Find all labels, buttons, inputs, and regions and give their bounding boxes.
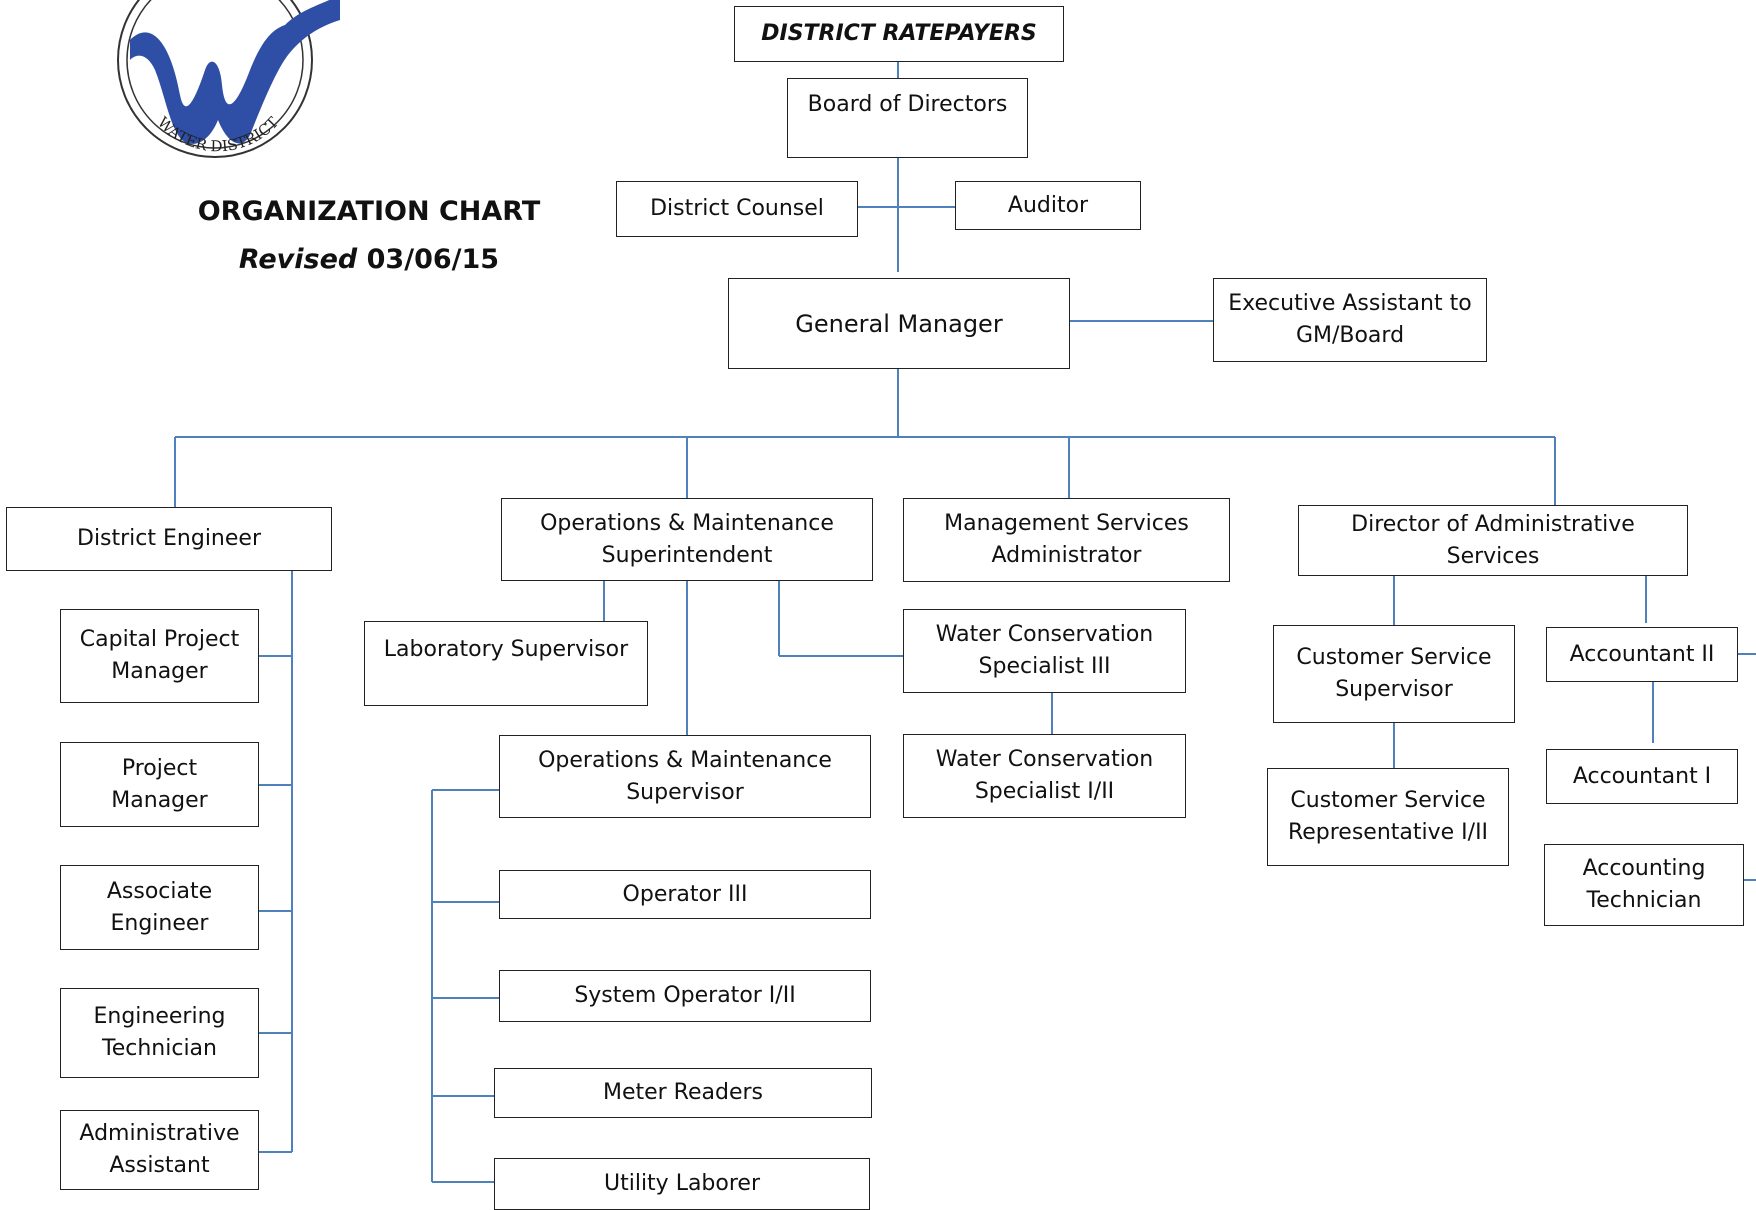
water-district-logo: WATER DISTRICT — [117, 0, 340, 158]
box-operator-iii: Operator III — [499, 870, 871, 919]
w-mark-icon — [130, 0, 340, 144]
box-engineering-technician: Engineering Technician — [60, 988, 259, 1078]
box-associate-engineer: Associate Engineer — [60, 865, 259, 950]
box-director-admin-services: Director of Administrative Services — [1298, 505, 1688, 576]
revision-line: Revised 03/06/15 — [186, 236, 552, 284]
box-accountant-i: Accountant I — [1546, 749, 1738, 804]
revised-label: Revised — [238, 244, 358, 275]
box-water-conservation-specialist-i-ii: Water Conservation Specialist I/II — [903, 734, 1186, 818]
box-general-manager: General Manager — [728, 278, 1070, 369]
box-district-engineer: District Engineer — [6, 507, 332, 571]
box-district-ratepayers: DISTRICT RATEPAYERS — [734, 6, 1064, 62]
box-management-services-administrator: Management Services Administrator — [903, 498, 1230, 582]
box-district-counsel: District Counsel — [616, 181, 858, 237]
page-title: ORGANIZATION CHART — [197, 196, 541, 227]
box-accounting-technician: Accounting Technician — [1544, 844, 1744, 926]
box-administrative-assistant: Administrative Assistant — [60, 1110, 259, 1190]
box-capital-project-manager: Capital Project Manager — [60, 609, 259, 703]
box-accountant-ii: Accountant II — [1546, 627, 1738, 682]
box-customer-service-supervisor: Customer Service Supervisor — [1273, 625, 1515, 723]
box-executive-assistant: Executive Assistant to GM/Board — [1213, 278, 1487, 362]
box-water-conservation-specialist-iii: Water Conservation Specialist III — [903, 609, 1186, 693]
box-meter-readers: Meter Readers — [494, 1068, 872, 1118]
chart-title-block: ORGANIZATION CHART Revised 03/06/15 — [186, 188, 552, 284]
box-laboratory-supervisor: Laboratory Supervisor — [364, 621, 648, 706]
box-project-manager: Project Manager — [60, 742, 259, 827]
box-board-of-directors: Board of Directors — [787, 78, 1028, 158]
box-customer-service-representative: Customer Service Representative I/II — [1267, 768, 1509, 866]
box-system-operator: System Operator I/II — [499, 970, 871, 1022]
revised-date: 03/06/15 — [366, 244, 500, 275]
box-om-superintendent: Operations & Maintenance Superintendent — [501, 498, 873, 581]
box-auditor: Auditor — [955, 181, 1141, 230]
box-om-supervisor: Operations & Maintenance Supervisor — [499, 735, 871, 818]
box-utility-laborer: Utility Laborer — [494, 1158, 870, 1210]
